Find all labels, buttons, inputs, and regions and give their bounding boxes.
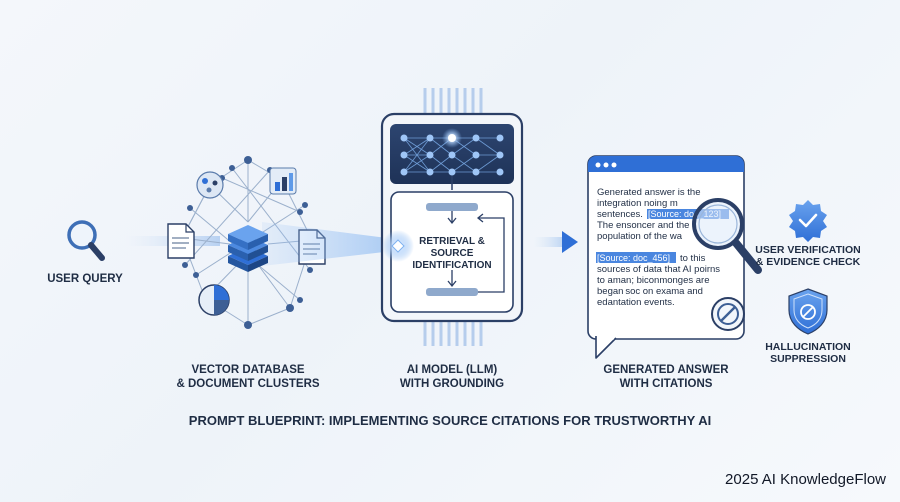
page-title: PROMPT BLUEPRINT: IMPLEMENTING SOURCE CI… — [188, 413, 712, 428]
window-dot-2 — [603, 162, 609, 168]
ai-model-label: AI MODEL (LLM) WITH GROUNDING — [372, 363, 532, 391]
user-verification-label: USER VERIFICATION & EVIDENCE CHECK — [748, 244, 868, 268]
input-node — [391, 239, 405, 253]
window-dot-3 — [611, 162, 617, 168]
answer-line-10: edantation events. — [597, 297, 675, 308]
active-neuron — [448, 134, 456, 142]
user-query-label: USER QUERY — [47, 273, 123, 285]
cluster-bubble-icon — [196, 171, 224, 199]
ai-model-label-line-2: WITH GROUNDING — [399, 378, 505, 390]
answer-line-9: began soc on exama and — [597, 286, 703, 297]
user-verification-line-2: & EVIDENCE CHECK — [755, 256, 861, 268]
prohibited-icon — [711, 297, 745, 331]
model-data-stripes — [423, 88, 483, 346]
shield-icon — [788, 288, 828, 335]
answer-line-7: sources of data that AI poirns — [597, 264, 720, 275]
document-icon-left — [167, 223, 195, 259]
generated-answer-window: Generated answer is the integration noin… — [587, 155, 762, 359]
vector-db-label-line-2: & DOCUMENT CLUSTERS — [176, 378, 320, 390]
answer-line-3: sentences. — [597, 209, 643, 220]
vector-db-label: VECTOR DATABASE & DOCUMENT CLUSTERS — [168, 363, 328, 391]
answer-line-6: to this — [680, 253, 706, 264]
retrieval-bar-bottom — [426, 288, 478, 296]
answer-label-line-1: GENERATED ANSWER — [603, 364, 729, 376]
answer-title-bar — [588, 156, 744, 172]
hallucination-line-2: SUPPRESSION — [770, 353, 846, 365]
user-verification-line-1: USER VERIFICATION — [755, 244, 861, 256]
retrieval-line-3: IDENTIFICATION — [412, 260, 491, 271]
answer-line-2: integration noing m — [597, 198, 678, 209]
pie-chart-icon — [198, 284, 230, 316]
citation-2: [Source: doc_456] — [597, 253, 670, 263]
hallucination-line-1: HALLUCINATION — [765, 341, 851, 353]
bar-chart-icon — [269, 167, 297, 195]
magnifier-icon — [692, 198, 762, 274]
database-stack-icon — [228, 225, 268, 272]
citation-highlight-1 — [647, 209, 729, 219]
retrieval-line-1: RETRIEVAL & — [419, 236, 485, 247]
arrow-right-icon — [534, 231, 578, 253]
search-icon — [67, 220, 105, 261]
speech-tail — [595, 336, 617, 359]
verified-badge-icon — [789, 200, 827, 242]
vector-db-label-line-1: VECTOR DATABASE — [191, 364, 305, 376]
neural-links — [403, 137, 501, 173]
neural-nodes — [400, 134, 504, 176]
retrieval-bar-top — [426, 203, 478, 211]
answer-line-4: The ensoncer and the — [597, 220, 689, 231]
answer-label-line-2: WITH CITATIONS — [619, 378, 713, 390]
hallucination-label: HALLUCINATION SUPPRESSION — [752, 341, 864, 365]
citation-1: [Source: doc_123] — [648, 209, 721, 219]
answer-label: GENERATED ANSWER WITH CITATIONS — [586, 363, 746, 391]
answer-line-8: to aman; biconmonges are — [597, 275, 709, 286]
retrieval-beam — [262, 222, 402, 266]
answer-line-5: population of the wa — [597, 231, 683, 242]
ai-model-label-line-1: AI MODEL (LLM) — [406, 364, 498, 376]
answer-line-1: Generated answer is the — [597, 187, 701, 198]
retrieval-line-2: SOURCE — [431, 248, 474, 259]
watermark: 2025 AI KnowledgeFlow — [725, 471, 886, 488]
window-dot-1 — [595, 162, 601, 168]
retrieval-loop-arrows — [447, 211, 505, 293]
ai-model-unit: RETRIEVAL & SOURCE IDENTIFICATION — [380, 88, 524, 346]
citation-highlight-2 — [596, 252, 676, 263]
